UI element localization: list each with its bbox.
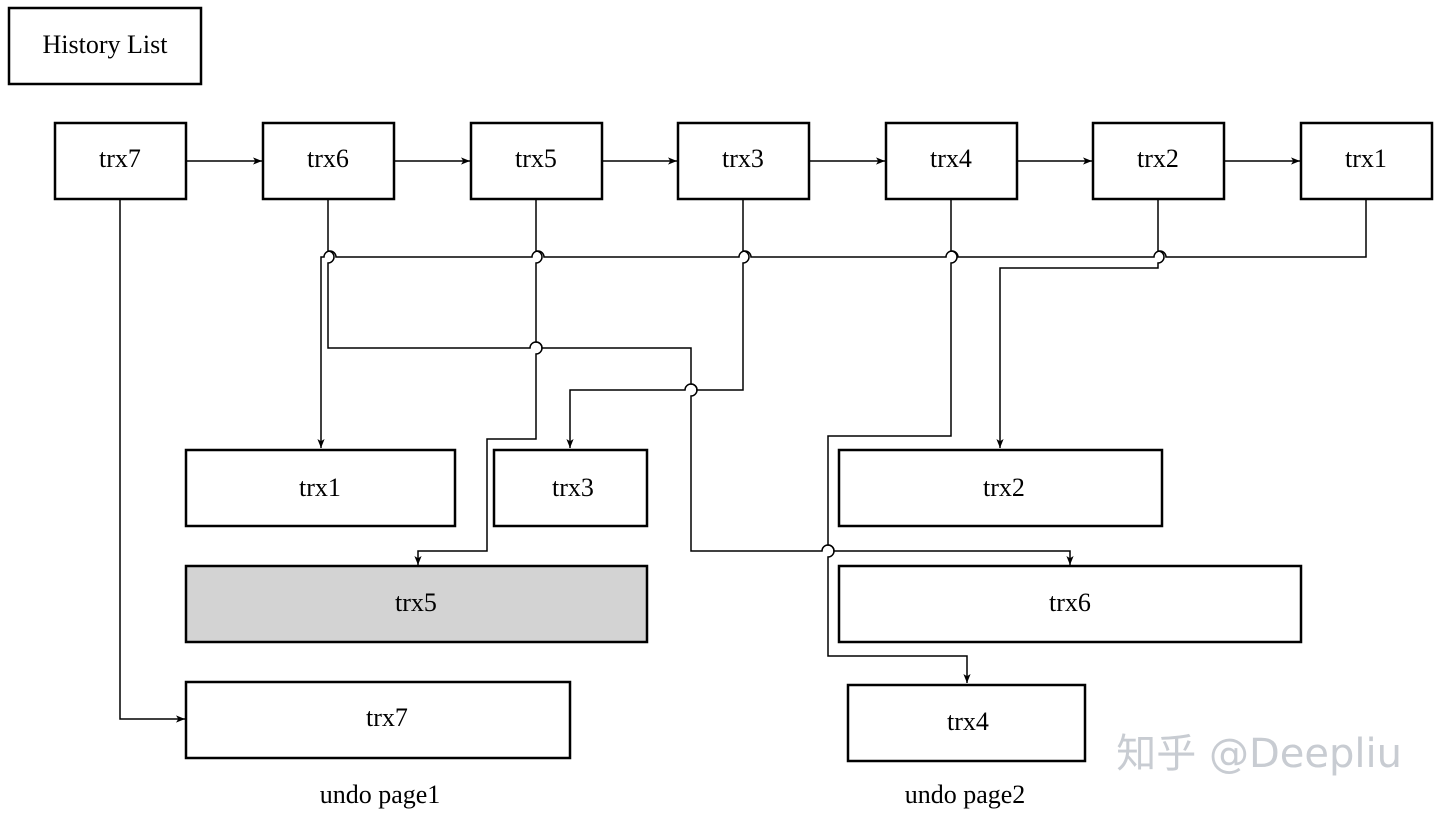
history-list-title-text: History List — [43, 30, 169, 59]
pointer-trx3 — [566, 199, 750, 448]
history-node-label: trx7 — [99, 144, 141, 173]
undo-record-label: trx4 — [947, 707, 989, 736]
undo-record-label: trx5 — [395, 588, 437, 617]
pointer-trx4 — [827, 199, 971, 683]
history-node-trx1: trx1 — [1299, 121, 1434, 201]
pointer-trx2 — [996, 199, 1165, 448]
undo-record-label: trx2 — [983, 473, 1025, 502]
undo-record-trx7: trx7 — [184, 680, 572, 760]
history-list-title: History List — [7, 6, 203, 86]
history-list-nodes: trx7 trx6 trx5 trx3 trx4 trx2 trx1 — [53, 121, 1434, 201]
undo-record-label: trx3 — [552, 473, 594, 502]
history-node-trx5: trx5 — [469, 121, 604, 201]
undo-record-label: trx6 — [1049, 588, 1091, 617]
pointer-trx5 — [414, 199, 543, 565]
undo-record-trx4: trx4 — [846, 683, 1087, 763]
undo-record-trx5: trx5 — [184, 564, 649, 644]
undo-page2: trx2 trx6 trx4 undo page2 — [837, 448, 1303, 809]
history-node-trx6: trx6 — [261, 121, 396, 201]
watermark-text: 知乎 @Deepliu — [1116, 731, 1402, 777]
pointer-trx6 — [327, 199, 1074, 565]
history-node-label: trx6 — [307, 144, 349, 173]
undo-record-label: trx7 — [366, 703, 408, 732]
history-node-label: trx5 — [515, 144, 557, 173]
history-node-label: trx2 — [1137, 144, 1179, 173]
undo-page2-caption: undo page2 — [905, 780, 1026, 809]
history-node-trx7: trx7 — [53, 121, 188, 201]
undo-record-trx1: trx1 — [184, 448, 457, 528]
undo-pointers — [119, 199, 1367, 723]
undo-page1: trx1 trx3 trx5 trx7 undo page1 — [184, 448, 649, 809]
pointer-trx7 — [119, 199, 185, 723]
history-node-label: trx3 — [722, 144, 764, 173]
history-node-label: trx4 — [930, 144, 972, 173]
history-node-trx4: trx4 — [884, 121, 1019, 201]
undo-record-trx2: trx2 — [837, 448, 1164, 528]
undo-record-trx3: trx3 — [492, 448, 649, 528]
undo-record-trx6: trx6 — [837, 564, 1303, 644]
pointer-trx1 — [317, 199, 1367, 448]
history-node-trx3: trx3 — [676, 121, 811, 201]
undo-page1-caption: undo page1 — [320, 780, 441, 809]
undo-record-label: trx1 — [299, 473, 341, 502]
history-node-label: trx1 — [1345, 144, 1387, 173]
history-node-trx2: trx2 — [1091, 121, 1226, 201]
